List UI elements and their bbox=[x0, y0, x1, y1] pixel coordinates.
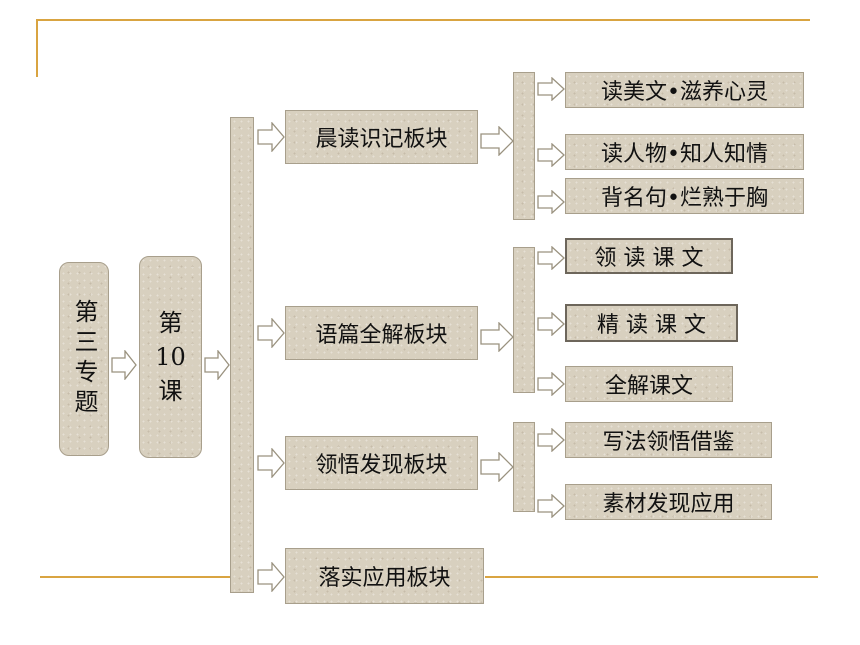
section-2-label: 语篇全解板块 bbox=[315, 323, 448, 348]
s3-item-1-label: 写法领悟借鉴 bbox=[602, 430, 735, 455]
top-rule-vertical bbox=[36, 19, 38, 77]
s3-item-2-label: 素材发现应用 bbox=[602, 492, 735, 517]
arrow-right-icon bbox=[204, 350, 230, 380]
bottom-rule-left bbox=[40, 576, 232, 578]
arrow-right-icon bbox=[537, 372, 565, 396]
arrow-right-icon bbox=[257, 562, 285, 592]
arrow-right-icon bbox=[257, 318, 285, 348]
arrow-right-icon bbox=[257, 122, 285, 152]
s2-item-2-label: 精 读 课 文 bbox=[597, 313, 706, 338]
section-2-sub-bar bbox=[513, 247, 535, 393]
arrow-right-icon bbox=[111, 350, 137, 380]
s3-item-1: 写法领悟借鉴 bbox=[565, 422, 772, 458]
s3-item-2: 素材发现应用 bbox=[565, 484, 772, 520]
section-1-label: 晨读识记板块 bbox=[315, 127, 448, 152]
arrow-right-icon bbox=[537, 494, 565, 518]
section-1-box: 晨读识记板块 bbox=[285, 110, 478, 164]
section-4-box: 落实应用板块 bbox=[285, 548, 484, 604]
s2-item-3-label: 全解课文 bbox=[604, 374, 693, 399]
lesson-label: 第10课 bbox=[155, 309, 186, 405]
arrow-right-icon bbox=[480, 322, 514, 352]
s1-item-3-label: 背名句•烂熟于胸 bbox=[601, 186, 768, 211]
arrow-right-icon bbox=[257, 448, 285, 478]
arrow-right-icon bbox=[537, 190, 565, 214]
section-4-label: 落实应用板块 bbox=[318, 566, 451, 591]
section-3-sub-bar bbox=[513, 422, 535, 512]
section-2-box: 语篇全解板块 bbox=[285, 306, 478, 360]
arrow-right-icon bbox=[537, 143, 565, 167]
section-3-box: 领悟发现板块 bbox=[285, 436, 478, 490]
bottom-rule-right bbox=[485, 576, 818, 578]
arrow-right-icon bbox=[537, 246, 565, 270]
arrow-right-icon bbox=[537, 77, 565, 101]
s2-item-3: 全解课文 bbox=[565, 366, 733, 402]
section-1-sub-bar bbox=[513, 72, 535, 220]
s1-item-3: 背名句•烂熟于胸 bbox=[565, 178, 804, 214]
arrow-right-icon bbox=[480, 126, 514, 156]
s2-item-2: 精 读 课 文 bbox=[565, 304, 738, 342]
arrow-right-icon bbox=[480, 452, 514, 482]
s1-item-2-label: 读人物•知人知情 bbox=[601, 142, 768, 167]
top-rule-horizontal bbox=[36, 19, 810, 21]
s1-item-1-label: 读美文•滋养心灵 bbox=[601, 80, 768, 105]
s1-item-2: 读人物•知人知情 bbox=[565, 134, 804, 170]
sections-bar bbox=[230, 117, 254, 593]
topic-box: 第三专题 bbox=[59, 262, 109, 456]
topic-label: 第三专题 bbox=[70, 299, 98, 419]
arrow-right-icon bbox=[537, 312, 565, 336]
section-3-label: 领悟发现板块 bbox=[315, 453, 448, 478]
s1-item-1: 读美文•滋养心灵 bbox=[565, 72, 804, 108]
s2-item-1-label: 领 读 课 文 bbox=[594, 246, 704, 271]
s2-item-1: 领 读 课 文 bbox=[565, 238, 733, 274]
lesson-box: 第10课 bbox=[139, 256, 202, 458]
arrow-right-icon bbox=[537, 428, 565, 452]
